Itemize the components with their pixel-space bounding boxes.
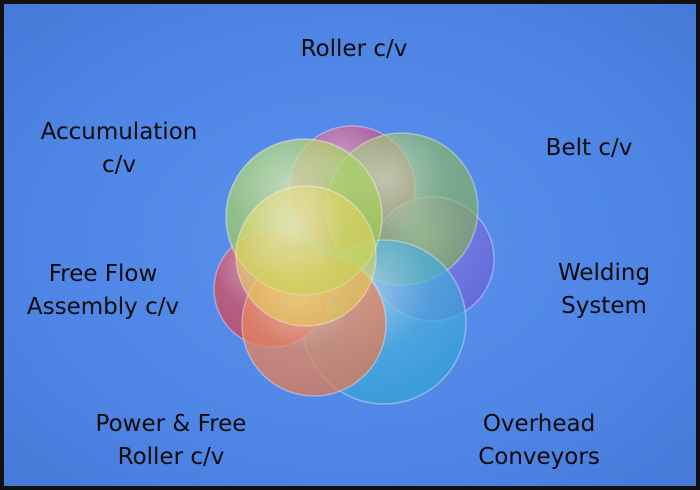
- label-roller-line-1: Roller c/v: [300, 36, 408, 62]
- label-overhead: Overhead Conveyors: [444, 408, 634, 474]
- label-power-free-line-2: Roller c/v: [117, 444, 225, 470]
- label-overhead-line-2: Conveyors: [478, 444, 600, 470]
- label-power-free: Power & Free Roller c/v: [66, 408, 276, 474]
- label-belt-line-1: Belt c/v: [545, 135, 633, 161]
- label-welding: Welding System: [519, 257, 689, 323]
- label-power-free-line-1: Power & Free: [95, 411, 247, 437]
- label-accumulation: Accumulation c/v: [24, 116, 214, 182]
- label-accumulation-line-1: Accumulation: [40, 119, 198, 145]
- label-welding-line-1: Welding: [557, 260, 651, 286]
- label-belt: Belt c/v: [504, 132, 674, 165]
- label-welding-line-2: System: [561, 293, 647, 319]
- label-free-flow-line-2: Assembly c/v: [26, 294, 180, 320]
- label-overhead-line-1: Overhead: [482, 411, 596, 437]
- label-roller: Roller c/v: [254, 33, 454, 66]
- petal-center-yellow: [235, 185, 377, 327]
- label-free-flow-line-1: Free Flow: [48, 261, 158, 287]
- venn-flower: [213, 125, 495, 405]
- label-free-flow: Free Flow Assembly c/v: [8, 258, 198, 324]
- label-accumulation-line-2: c/v: [101, 152, 136, 178]
